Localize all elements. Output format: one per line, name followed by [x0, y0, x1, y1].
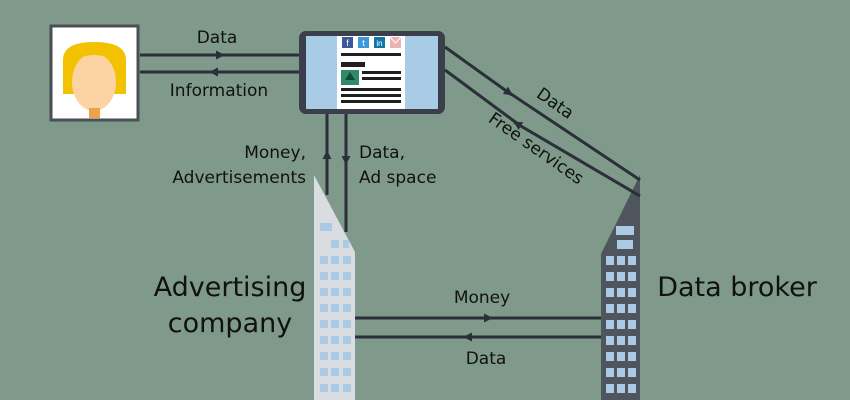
- building-window: [343, 256, 351, 264]
- building-window: [628, 368, 636, 377]
- building-window: [320, 352, 328, 360]
- building-window: [628, 336, 636, 345]
- building-window: [616, 226, 634, 235]
- svg-text:in: in: [376, 39, 382, 48]
- label-advertiser-to-phone-line2: Advertisements: [172, 168, 306, 188]
- label-phone-to-user: Information: [170, 81, 268, 101]
- building-window: [320, 272, 328, 280]
- building-window: [331, 352, 339, 360]
- building-window: [628, 304, 636, 313]
- building-window: [343, 288, 351, 296]
- building-window: [606, 304, 614, 313]
- building-window: [331, 368, 339, 376]
- building-window: [606, 368, 614, 377]
- building-window: [320, 223, 332, 231]
- building-window: [606, 384, 614, 393]
- building-window: [343, 384, 351, 392]
- building-window: [628, 320, 636, 329]
- building-window: [331, 272, 339, 280]
- label-advertiser-to-phone-line1: Money,: [244, 143, 306, 163]
- user-avatar-icon: [49, 24, 140, 122]
- building-window: [320, 256, 328, 264]
- data-broker-label: Data broker: [657, 272, 818, 303]
- svg-text:t: t: [362, 38, 365, 48]
- building-window: [343, 272, 351, 280]
- advertising-company-label-line1: Advertising: [154, 272, 307, 303]
- building-window: [320, 384, 328, 392]
- building-window: [331, 240, 339, 248]
- building-window: [343, 240, 349, 248]
- building-window: [606, 288, 614, 297]
- building-window: [331, 256, 339, 264]
- building-window: [606, 320, 614, 329]
- building-window: [628, 352, 636, 361]
- building-window: [617, 320, 625, 329]
- facebook-icon: [342, 37, 353, 48]
- building-window: [320, 304, 328, 312]
- building-window: [617, 384, 625, 393]
- building-window: [606, 256, 614, 265]
- label-broker-to-phone: Free services: [485, 109, 588, 189]
- building-window: [343, 320, 351, 328]
- building-window: [343, 352, 351, 360]
- label-phone-to-advertiser-line2: Ad space: [359, 168, 436, 188]
- label-phone-to-broker: Data: [533, 84, 578, 124]
- building-window: [617, 352, 625, 361]
- building-window: [617, 256, 625, 265]
- building-window: [617, 304, 625, 313]
- label-broker-to-advertiser: Data: [466, 349, 507, 369]
- building-window: [331, 304, 339, 312]
- building-window: [628, 288, 636, 297]
- arrow-broker-to-phone: [513, 120, 641, 198]
- building-window: [617, 288, 625, 297]
- svg-text:f: f: [346, 38, 349, 48]
- building-window: [331, 384, 339, 392]
- data-broker-building-icon: [601, 175, 640, 400]
- building-window: [320, 336, 328, 344]
- building-window: [606, 336, 614, 345]
- smartphone-icon: f t in: [299, 31, 445, 114]
- arrow-phone-to-broker: [444, 45, 513, 97]
- label-phone-to-advertiser-line1: Data,: [359, 143, 405, 163]
- building-window: [343, 304, 351, 312]
- twitter-icon: [358, 37, 369, 48]
- label-advertiser-to-broker: Money: [454, 288, 510, 308]
- building-window: [628, 384, 636, 393]
- building-window: [606, 352, 614, 361]
- building-window: [320, 320, 328, 328]
- building-window: [617, 336, 625, 345]
- label-user-to-phone: Data: [197, 28, 238, 48]
- advertising-company-label-line2: company: [168, 308, 292, 339]
- building-window: [617, 272, 625, 281]
- building-window: [343, 336, 351, 344]
- building-window: [617, 240, 633, 249]
- building-window: [331, 320, 339, 328]
- building-window: [343, 368, 351, 376]
- building-window: [320, 368, 328, 376]
- building-window: [628, 256, 636, 265]
- building-window: [606, 272, 614, 281]
- building-window: [628, 272, 636, 281]
- building-window: [617, 368, 625, 377]
- building-window: [320, 288, 328, 296]
- building-window: [331, 288, 339, 296]
- building-window: [331, 336, 339, 344]
- advertising-company-building-icon: [314, 175, 355, 400]
- linkedin-icon: [374, 37, 385, 48]
